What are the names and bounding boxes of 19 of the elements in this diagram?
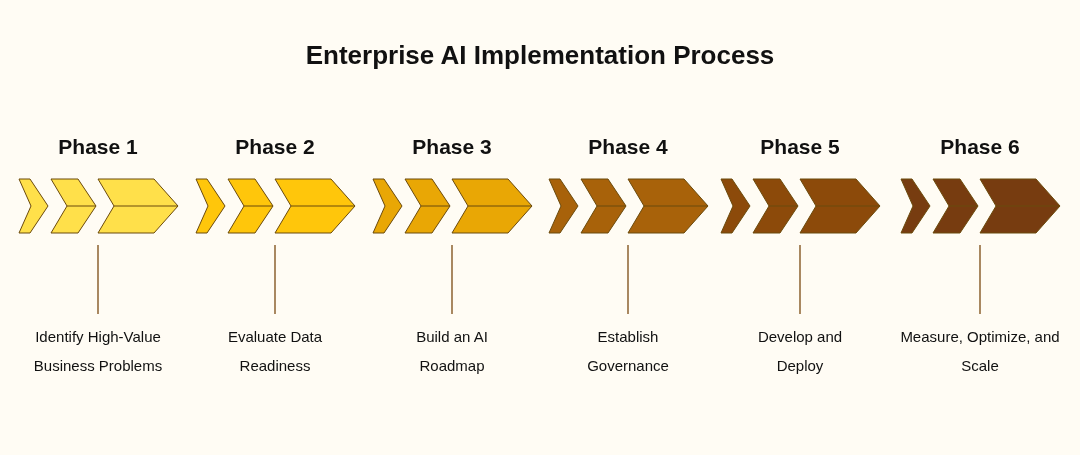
phase-heading: Phase 6 <box>940 135 1020 159</box>
step-description: Build an AI Roadmap <box>407 322 497 380</box>
phase-heading: Phase 1 <box>58 135 138 159</box>
diagram-title: Enterprise AI Implementation Process <box>304 40 776 71</box>
phase-heading: Phase 4 <box>588 135 668 159</box>
step-description: Establish Governance <box>568 322 688 380</box>
phase-heading: Phase 3 <box>412 135 492 159</box>
step-description: Measure, Optimize, and Scale <box>895 322 1065 380</box>
leader-line <box>451 244 453 315</box>
phase-heading: Phase 5 <box>760 135 840 159</box>
step-description: Identify High-Value Business Problems <box>13 322 183 380</box>
phase-heading: Phase 2 <box>235 135 315 159</box>
leader-line <box>627 244 629 315</box>
leader-line <box>799 244 801 315</box>
leader-line <box>979 244 981 315</box>
step-description: Evaluate Data Readiness <box>200 322 350 380</box>
leader-line <box>274 244 276 315</box>
step-description: Develop and Deploy <box>750 322 850 380</box>
leader-line <box>97 244 99 315</box>
